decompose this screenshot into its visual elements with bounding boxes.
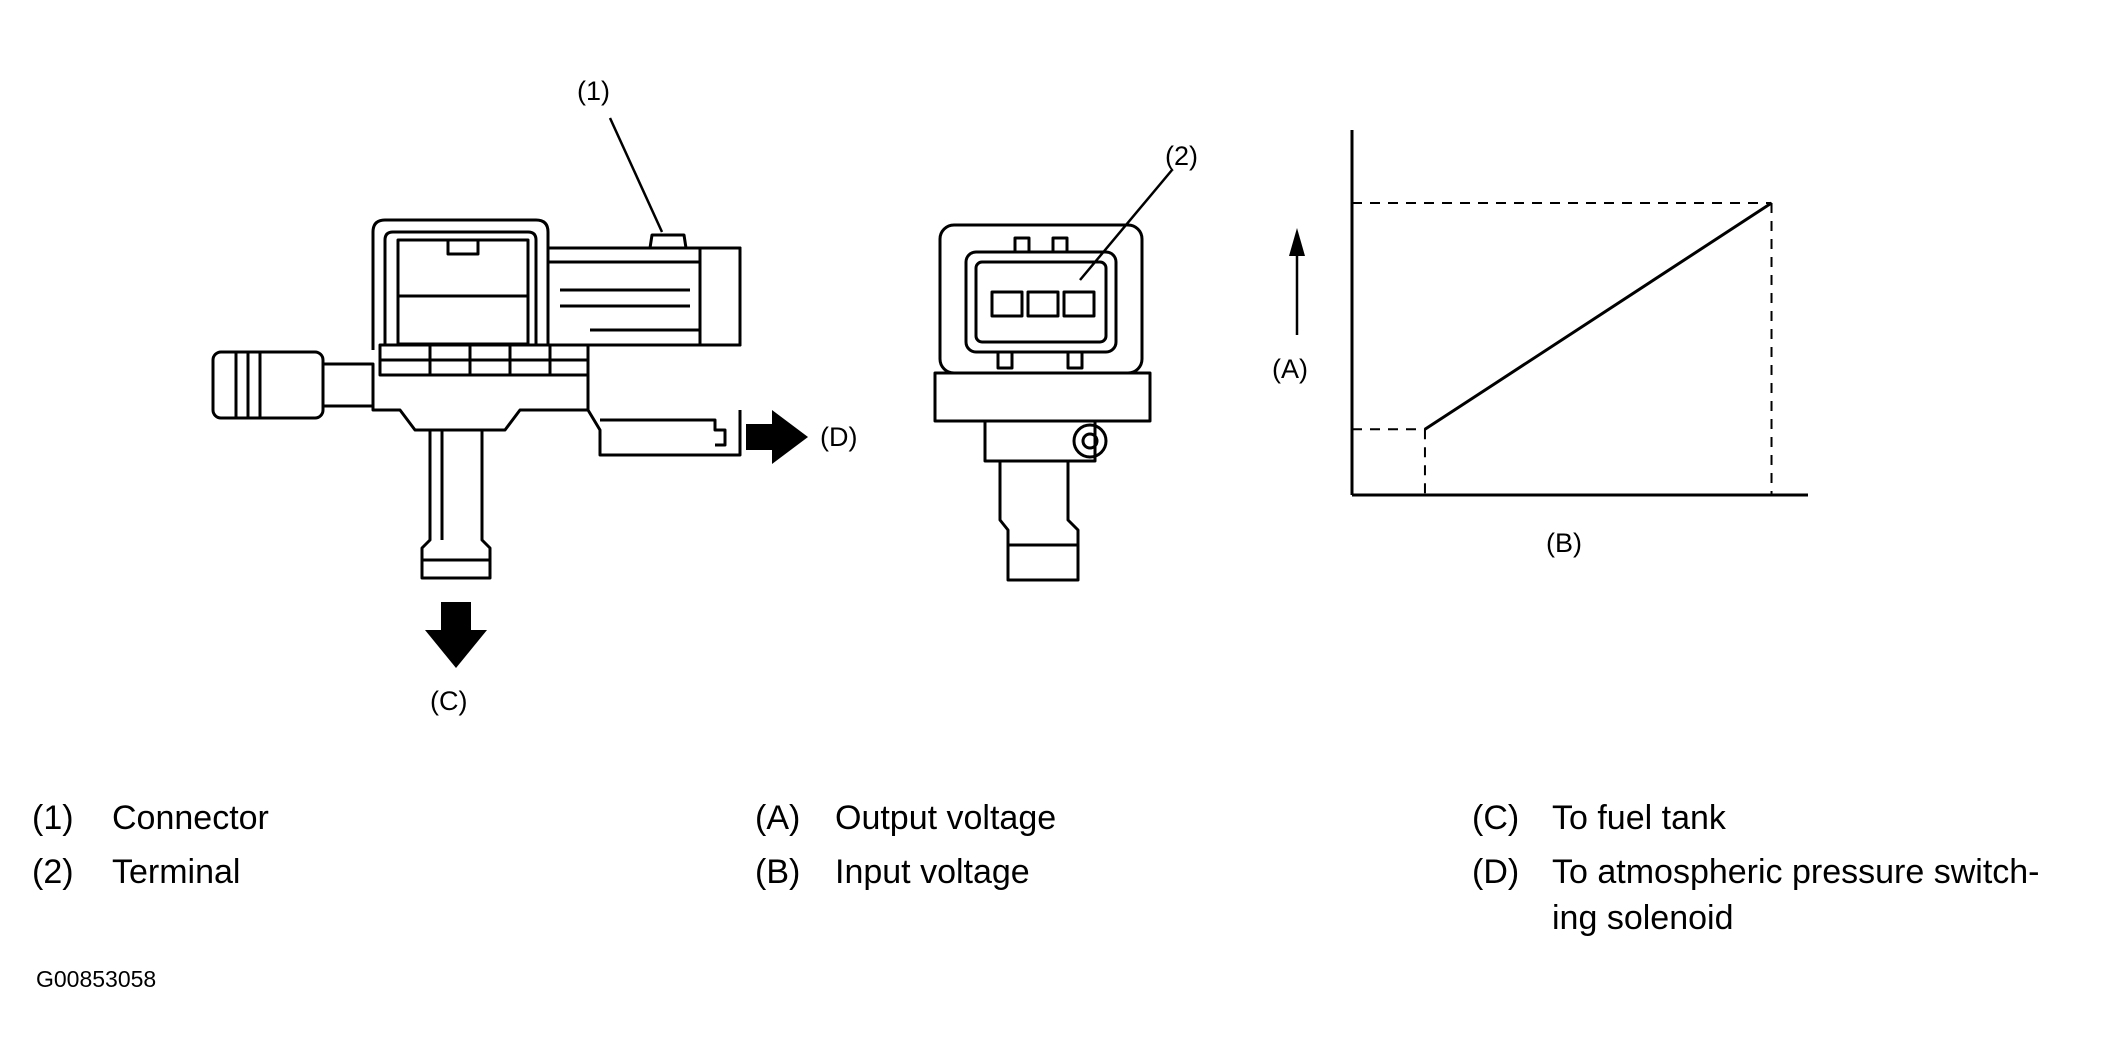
legend-key: (B): [755, 853, 801, 891]
callout-input-voltage: (B): [1546, 528, 1582, 558]
callout-terminal: (2): [1165, 141, 1198, 171]
legend-item: (D) To atmospheric pressure switch-ing s…: [1472, 849, 2072, 941]
legend-text: Connector: [112, 799, 269, 837]
legend-column-3: (C) To fuel tank (D) To atmospheric pres…: [1472, 795, 2072, 941]
sensor-front-view: [933, 223, 1152, 582]
legend-key: (A): [755, 799, 801, 837]
figure-id: G00853058: [36, 966, 157, 992]
legend-key: (2): [32, 853, 74, 891]
legend-item: (1) Connector: [32, 795, 269, 841]
legend-key: (1): [32, 799, 74, 837]
legend-key: (C): [1472, 799, 1520, 837]
callout-connector: (1): [577, 76, 610, 106]
flow-arrow-d: [746, 410, 808, 464]
legend-column-1: (1) Connector (2) Terminal: [32, 795, 269, 895]
legend-text: Input voltage: [835, 853, 1030, 891]
callout-fuel-tank: (C): [430, 686, 467, 716]
legend-column-2: (A) Output voltage (B) Input voltage: [755, 795, 1056, 895]
connector-leader-line: [608, 117, 664, 233]
legend-item: (A) Output voltage: [755, 795, 1056, 841]
voltage-graph: [1289, 130, 1808, 497]
callout-solenoid: (D): [820, 422, 857, 452]
flow-arrow-c: [425, 602, 487, 668]
legend-item: (C) To fuel tank: [1472, 795, 2072, 841]
legend-item: (2) Terminal: [32, 849, 269, 895]
legend-item: (B) Input voltage: [755, 849, 1056, 895]
legend-text: Terminal: [112, 853, 241, 891]
legend-text: Output voltage: [835, 799, 1057, 837]
graph-series-line: [1424, 201, 1773, 431]
legend-key: (D): [1472, 853, 1520, 891]
legend-text: To atmospheric pressure switch-ing solen…: [1552, 853, 2040, 937]
terminal-leader-line: [1079, 169, 1173, 281]
sensor-side-view: [211, 218, 742, 580]
callout-output-voltage: (A): [1272, 354, 1308, 384]
legend-text: To fuel tank: [1552, 799, 1726, 837]
